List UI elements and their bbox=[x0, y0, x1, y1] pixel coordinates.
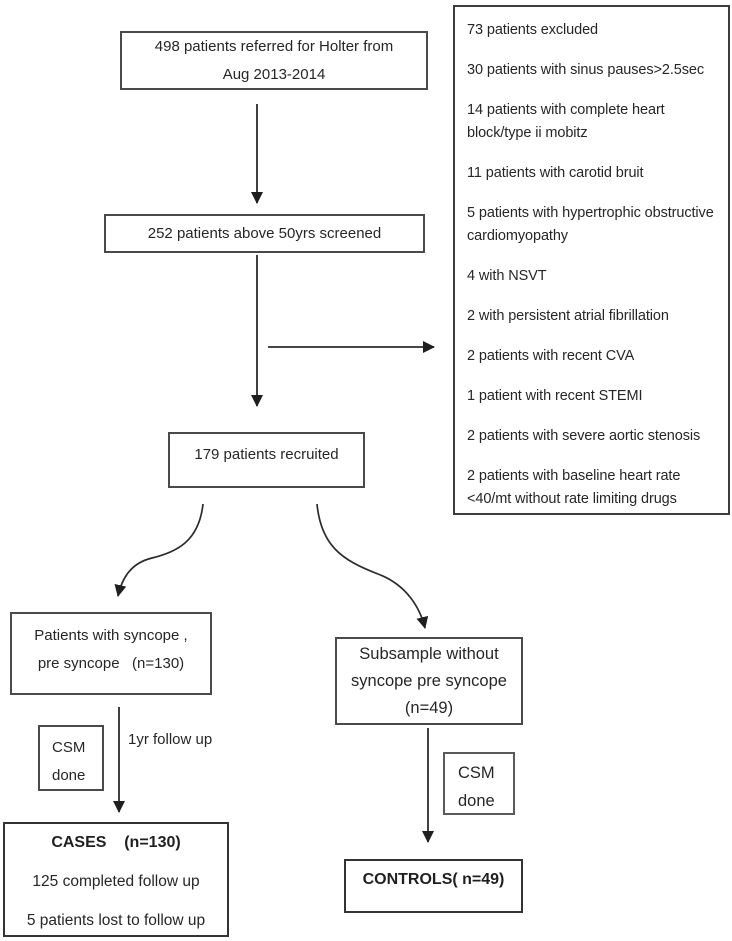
excluded-item: 4 with NSVT bbox=[467, 268, 547, 284]
excluded-item: 2 patients with severe aortic stenosis bbox=[467, 428, 701, 444]
box-subsample-group: Subsample without syncope pre syncope (n… bbox=[335, 637, 523, 725]
syncope-line-2: pre syncope (n=130) bbox=[37, 655, 185, 672]
csm-right-line-2: done bbox=[458, 792, 495, 810]
box-referred: 498 patients referred for Holter from Au… bbox=[120, 31, 428, 90]
screened-label: 252 patients above 50yrs screened bbox=[147, 225, 382, 242]
excluded-item: 2 patients with baseline heart rate <40/… bbox=[467, 468, 681, 507]
referred-line-1: 498 patients referred for Holter from bbox=[154, 37, 394, 55]
syncope-line-1: Patients with syncope , bbox=[34, 627, 188, 644]
excluded-item: 14 patients with complete heart block/ty… bbox=[467, 102, 665, 141]
excluded-item: 2 with persistent atrial fibrillation bbox=[467, 308, 669, 324]
box-excluded: 73 patients excluded 30 patients with si… bbox=[453, 5, 730, 515]
cases-line-2: 5 patients lost to follow up bbox=[26, 912, 206, 929]
referred-line-2: Aug 2013-2014 bbox=[222, 65, 326, 83]
cases-line-1: 125 completed follow up bbox=[32, 873, 200, 890]
box-cases: CASES (n=130) 125 completed follow up 5 … bbox=[3, 822, 229, 937]
excluded-item: 30 patients with sinus pauses>2.5sec bbox=[467, 62, 705, 78]
box-recruited: 179 patients recruited bbox=[168, 432, 365, 488]
excluded-item: 5 patients with hypertrophic obstructive… bbox=[467, 205, 714, 244]
subsample-line-1: Subsample without bbox=[359, 644, 499, 663]
cases-title: CASES (n=130) bbox=[51, 834, 181, 851]
box-csm-done-right: CSM done bbox=[443, 752, 515, 815]
csm-right-line-1: CSM bbox=[458, 764, 495, 782]
excluded-item: 73 patients excluded bbox=[467, 22, 599, 38]
box-csm-done-left: CSM done bbox=[38, 725, 104, 791]
subsample-line-3: (n=49) bbox=[404, 698, 454, 717]
curve-recruited-to-syncope bbox=[114, 503, 204, 597]
box-screened: 252 patients above 50yrs screened bbox=[104, 214, 425, 253]
box-controls: CONTROLS( n=49) bbox=[344, 859, 523, 913]
excluded-item: 1 patient with recent STEMI bbox=[467, 388, 643, 404]
excluded-item: 2 patients with recent CVA bbox=[467, 348, 635, 364]
box-syncope-group: Patients with syncope , pre syncope (n=1… bbox=[10, 612, 212, 695]
curve-recruited-to-subsample bbox=[316, 503, 429, 629]
recruited-label: 179 patients recruited bbox=[194, 446, 339, 463]
csm-left-line-2: done bbox=[52, 767, 86, 784]
subsample-line-2: syncope pre syncope bbox=[351, 671, 507, 690]
excluded-item: 11 patients with carotid bruit bbox=[467, 165, 644, 181]
controls-title: CONTROLS( n=49) bbox=[362, 871, 505, 888]
csm-left-line-1: CSM bbox=[52, 739, 86, 756]
follow-up-label: 1yr follow up bbox=[128, 731, 213, 748]
